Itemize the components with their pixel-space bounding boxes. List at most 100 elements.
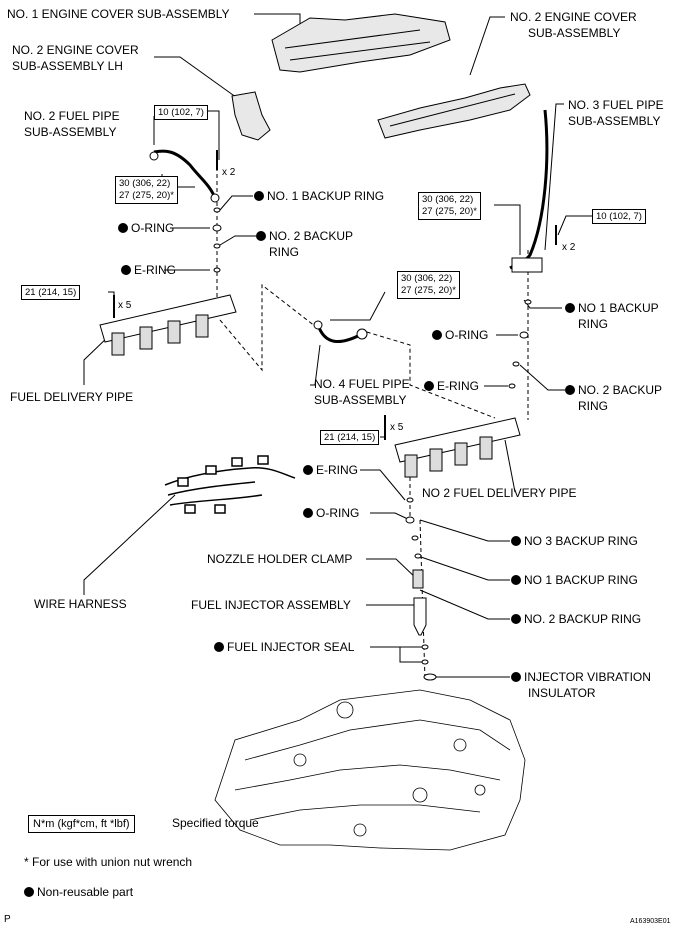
torque-t30-right: 30 (306, 22) 27 (275, 20)* xyxy=(418,192,481,220)
nonreusable-dot-icon xyxy=(511,614,521,624)
label-no3-backup-lower: NO 3 BACKUP RING xyxy=(511,534,638,549)
engine-block-shape xyxy=(214,689,526,851)
label-no3-fuel-pipe-2: SUB-ASSEMBLY xyxy=(568,114,661,128)
nonreusable-dot-icon xyxy=(118,223,128,233)
torque-t30-mid-a: 30 (306, 22) xyxy=(401,273,453,284)
torque-t30-left-a: 30 (306, 22) xyxy=(119,178,171,189)
label-no1-backup-right-1: NO 1 BACKUP xyxy=(565,301,659,316)
leader-no2-engine-cover-lh xyxy=(154,56,241,101)
fuel-delivery-pipe-left-shape xyxy=(99,294,237,356)
leader-no3-fuel-pipe xyxy=(544,103,564,251)
torque-t21-right: 21 (214, 15) xyxy=(320,430,380,445)
nonreusable-dot-icon xyxy=(432,330,442,340)
label-e-ring-left: E-RING xyxy=(121,263,176,278)
label-no1-backup-lower: NO 1 BACKUP RING xyxy=(511,573,638,588)
leader-t30-right xyxy=(494,204,521,255)
nonreusable-dot-icon xyxy=(303,508,313,518)
nonreusable-dot-icon xyxy=(214,642,224,652)
torque-t30-left-b: 27 (275, 20)* xyxy=(119,190,174,201)
leader-nozzle-clamp xyxy=(366,558,419,581)
wire-harness-shape xyxy=(164,455,296,514)
label-no2-fuel-pipe-2: SUB-ASSEMBLY xyxy=(24,125,117,139)
label-fuel-injector-seal: FUEL INJECTOR SEAL xyxy=(214,640,354,655)
mult-x5-left: x 5 xyxy=(118,300,132,311)
nonreusable-dot-icon xyxy=(24,887,34,897)
label-fuel-delivery-pipe: FUEL DELIVERY PIPE xyxy=(10,390,134,404)
leader-t10-right xyxy=(557,215,592,236)
leader-no2-backup-lower xyxy=(419,589,510,620)
leader-injector-seal xyxy=(370,646,425,663)
nonreusable-dot-icon xyxy=(254,191,264,201)
nonreusable-dot-icon xyxy=(565,303,575,313)
torque-t30-mid: 30 (306, 22) 27 (275, 20)* xyxy=(397,271,460,299)
leader-no1-backup-lower xyxy=(417,555,510,581)
label-no2-engine-cover-lh-1: NO. 2 ENGINE COVER xyxy=(12,43,139,57)
leader-no2-engine-cover xyxy=(469,16,505,76)
label-e-ring-lower: E-RING xyxy=(303,463,358,478)
label-wire-harness: WIRE HARNESS xyxy=(34,597,127,611)
footer-left: P xyxy=(4,914,11,925)
torque-t30-left: 30 (306, 22) 27 (275, 20)* xyxy=(115,176,178,204)
nonreusable-dot-icon xyxy=(303,465,313,475)
label-no2-engine-cover-2: SUB-ASSEMBLY xyxy=(528,26,621,40)
label-no1-engine-cover: NO. 1 ENGINE COVER SUB-ASSEMBLY xyxy=(7,7,230,21)
torque-t30-mid-b: 27 (275, 20)* xyxy=(401,285,456,296)
dash-left-zig xyxy=(219,283,321,372)
nonreusable-dot-icon xyxy=(511,575,521,585)
nonreusable-dot-icon xyxy=(565,385,575,395)
mult-x2-right: x 2 xyxy=(562,242,576,253)
label-no1-backup-right-2: RING xyxy=(578,317,608,331)
leader-no1-engine-cover xyxy=(254,13,301,28)
label-injector-insulator-1: INJECTOR VIBRATION xyxy=(511,670,651,685)
label-no1-backup-left: NO. 1 BACKUP RING xyxy=(254,189,384,204)
injector-shape xyxy=(413,597,427,636)
label-no4-fuel-pipe-1: NO. 4 FUEL PIPE xyxy=(314,377,410,391)
leader-no2-backup-right xyxy=(519,364,565,391)
leader-no4-fuel-pipe xyxy=(310,344,321,386)
no2-fuel-pipe-shape xyxy=(153,149,217,199)
label-no4-fuel-pipe-2: SUB-ASSEMBLY xyxy=(314,393,407,407)
label-nozzle-holder-clamp: NOZZLE HOLDER CLAMP xyxy=(207,552,353,566)
torque-t21-left: 21 (214, 15) xyxy=(21,285,81,300)
torque-t10-top: 10 (102, 7) xyxy=(154,105,208,120)
no1-engine-cover-shape xyxy=(271,13,451,73)
label-no2-fuel-pipe-1: NO. 2 FUEL PIPE xyxy=(24,109,120,123)
no3-fuel-pipe-shape xyxy=(509,109,549,270)
label-no2-backup-right-2: RING xyxy=(578,399,608,413)
footer-code: A163903E01 xyxy=(630,918,671,925)
label-o-ring-lower: O-RING xyxy=(303,506,359,521)
label-o-ring-left: O-RING xyxy=(118,221,174,236)
no2-fuel-delivery-pipe-shape xyxy=(384,415,521,478)
dash-mid xyxy=(359,329,496,419)
label-injector-insulator-2: INSULATOR xyxy=(528,686,596,700)
label-no2-engine-cover-lh-2: SUB-ASSEMBLY LH xyxy=(12,59,123,73)
legend-nonreusable: Non-reusable part xyxy=(24,885,133,900)
leader-no1-backup-left xyxy=(219,195,253,211)
nonreusable-dot-icon xyxy=(511,536,521,546)
nonreusable-dot-icon xyxy=(121,265,131,275)
leader-t30-mid xyxy=(330,291,386,321)
leader-t10-top xyxy=(206,110,220,160)
leader-fuel-delivery-pipe xyxy=(83,334,111,385)
label-no2-backup-right-1: NO. 2 BACKUP xyxy=(565,383,662,398)
leader-wire-harness xyxy=(83,494,176,595)
leader-e-ring-lower xyxy=(360,469,406,501)
mult-x5-right: x 5 xyxy=(390,422,404,433)
label-fuel-injector-assembly: FUEL INJECTOR ASSEMBLY xyxy=(191,598,351,612)
label-no2-backup-left-1: NO. 2 BACKUP xyxy=(256,229,353,244)
nonreusable-dot-icon xyxy=(511,672,521,682)
leader-no2-backup-left xyxy=(219,235,258,246)
legend-note: * For use with union nut wrench xyxy=(24,855,193,869)
label-e-ring-right: E-RING xyxy=(424,379,479,394)
mult-x2-top: x 2 xyxy=(222,167,236,178)
legend-torque-box: N*m (kgf*cm, ft *lbf) xyxy=(28,815,135,833)
no2-engine-cover-shape xyxy=(377,83,531,139)
leader-no3-backup-lower xyxy=(419,519,510,542)
label-no2-fuel-delivery-pipe: NO 2 FUEL DELIVERY PIPE xyxy=(422,486,577,500)
label-no2-backup-lower: NO. 2 BACKUP RING xyxy=(511,612,641,627)
label-no2-backup-left-2: RING xyxy=(269,245,299,259)
label-no2-engine-cover-1: NO. 2 ENGINE COVER xyxy=(510,10,637,24)
torque-t10-right: 10 (102, 7) xyxy=(592,209,646,224)
nozzle-clamp-shape xyxy=(412,569,424,589)
